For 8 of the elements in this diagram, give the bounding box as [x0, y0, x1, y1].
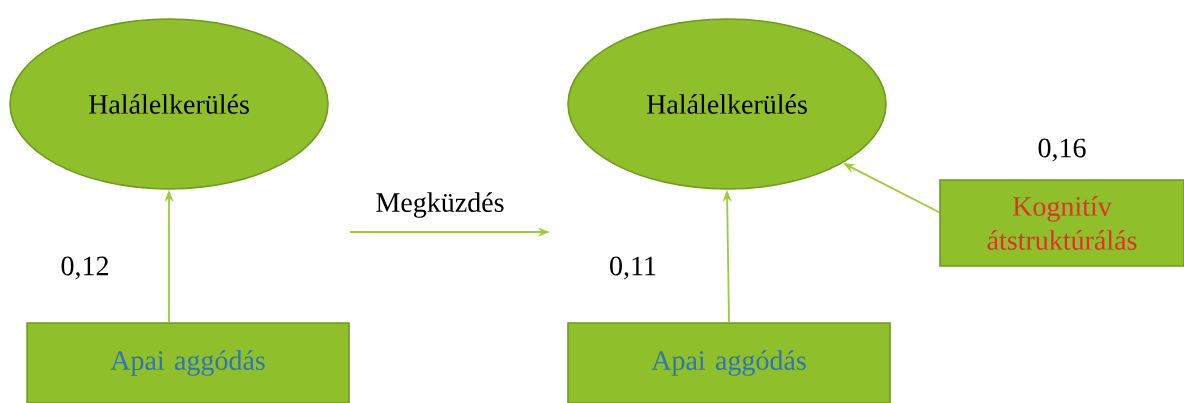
- coefficient-label: 0,12: [61, 256, 108, 280]
- ellipse-node: Halálelkerülés: [567, 18, 887, 190]
- coefficient-label: 0,11: [610, 256, 656, 280]
- box-node: Kognitív átstruktúrálás: [939, 179, 1184, 267]
- coefficient-label: Megküzdés: [376, 192, 504, 218]
- box-node: Apai aggódás: [567, 322, 891, 403]
- box-node: Apai aggódás: [26, 322, 350, 403]
- ellipse-node: Halálelkerülés: [9, 18, 329, 190]
